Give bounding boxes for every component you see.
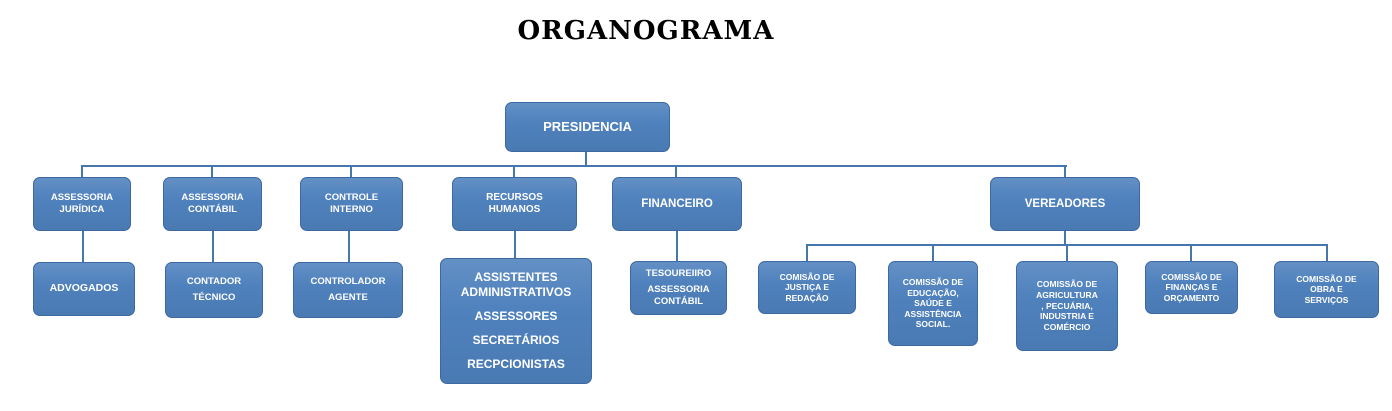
connector-drop-financas xyxy=(1190,244,1192,262)
connector-rh-staff xyxy=(514,230,516,261)
org-box-comisao-justica: COMISÃO DE JUSTIÇA E REDAÇÃO xyxy=(758,261,856,314)
connector-juridica-advogados xyxy=(82,230,84,263)
org-box-tesoureiro: TESOUREIIRO ASSESSORIA CONTÁBIL xyxy=(630,261,727,315)
connector-drop-rh xyxy=(513,165,515,178)
connector-drop-contabil xyxy=(211,165,213,178)
connector-drop-vereadores xyxy=(1064,165,1066,178)
connector-financeiro-tesoureiro xyxy=(676,230,678,263)
connector-drop-financeiro xyxy=(675,165,677,178)
org-box-advogados: ADVOGADOS xyxy=(33,262,135,316)
org-box-controlador-agente: CONTROLADOR AGENTE xyxy=(293,262,403,318)
rh-staff-item: ASSESSORES xyxy=(474,309,558,323)
org-box-comissao-financas: COMISSÃO DE FINANÇAS E ORÇAMENTO xyxy=(1145,261,1238,314)
org-box-assessoria-juridica: ASSESSORIA JURÍDICA xyxy=(33,177,131,231)
org-box-presidencia: PRESIDENCIA xyxy=(505,102,670,152)
org-box-rh-staff: ASSISTENTES ADMINISTRATIVOS ASSESSORES S… xyxy=(440,258,592,384)
connector-contabil-contador xyxy=(212,230,214,263)
page-title: ORGANOGRAMA xyxy=(517,16,775,46)
org-box-assessoria-contabil: ASSESSORIA CONTÁBIL xyxy=(163,177,262,231)
connector-interno-controlador xyxy=(348,230,350,263)
connector-drop-agricultura xyxy=(1066,244,1068,262)
org-box-recursos-humanos: RECURSOS HUMANOS xyxy=(452,177,577,231)
rh-staff-item: ASSISTENTES ADMINISTRATIVOS xyxy=(460,270,572,299)
connector-presidencia-stub xyxy=(585,150,587,166)
tesoureiro-item: ASSESSORIA CONTÁBIL xyxy=(647,284,710,307)
connector-drop-justica xyxy=(806,244,808,262)
org-box-comissao-educacao: COMISSÃO DE EDUCAÇÃO, SAÚDE E ASSISTÊNCI… xyxy=(888,261,978,346)
rh-staff-item: RECPCIONISTAS xyxy=(467,357,565,371)
connector-drop-juridica xyxy=(81,165,83,178)
connector-drop-educacao xyxy=(932,244,934,262)
rh-staff-item: SECRETÁRIOS xyxy=(472,333,560,347)
tesoureiro-item: TESOUREIIRO xyxy=(645,268,712,280)
org-box-financeiro: FINANCEIRO xyxy=(612,177,742,231)
org-box-contador-tecnico: CONTADOR TÉCNICO xyxy=(165,262,263,318)
org-box-comissao-obra: COMISSÃO DE OBRA E SERVIÇOS xyxy=(1274,261,1379,318)
connector-drop-obra xyxy=(1326,244,1328,262)
org-box-comissao-agricultura: COMISSÃO DE AGRICULTURA , PECUÁRIA, INDU… xyxy=(1016,261,1118,351)
connector-vereadores-stub xyxy=(1064,230,1066,246)
connector-level2-hline xyxy=(81,165,1067,167)
org-box-controle-interno: CONTROLE INTERNO xyxy=(300,177,403,231)
connector-drop-interno xyxy=(350,165,352,178)
org-box-vereadores: VEREADORES xyxy=(990,177,1140,231)
